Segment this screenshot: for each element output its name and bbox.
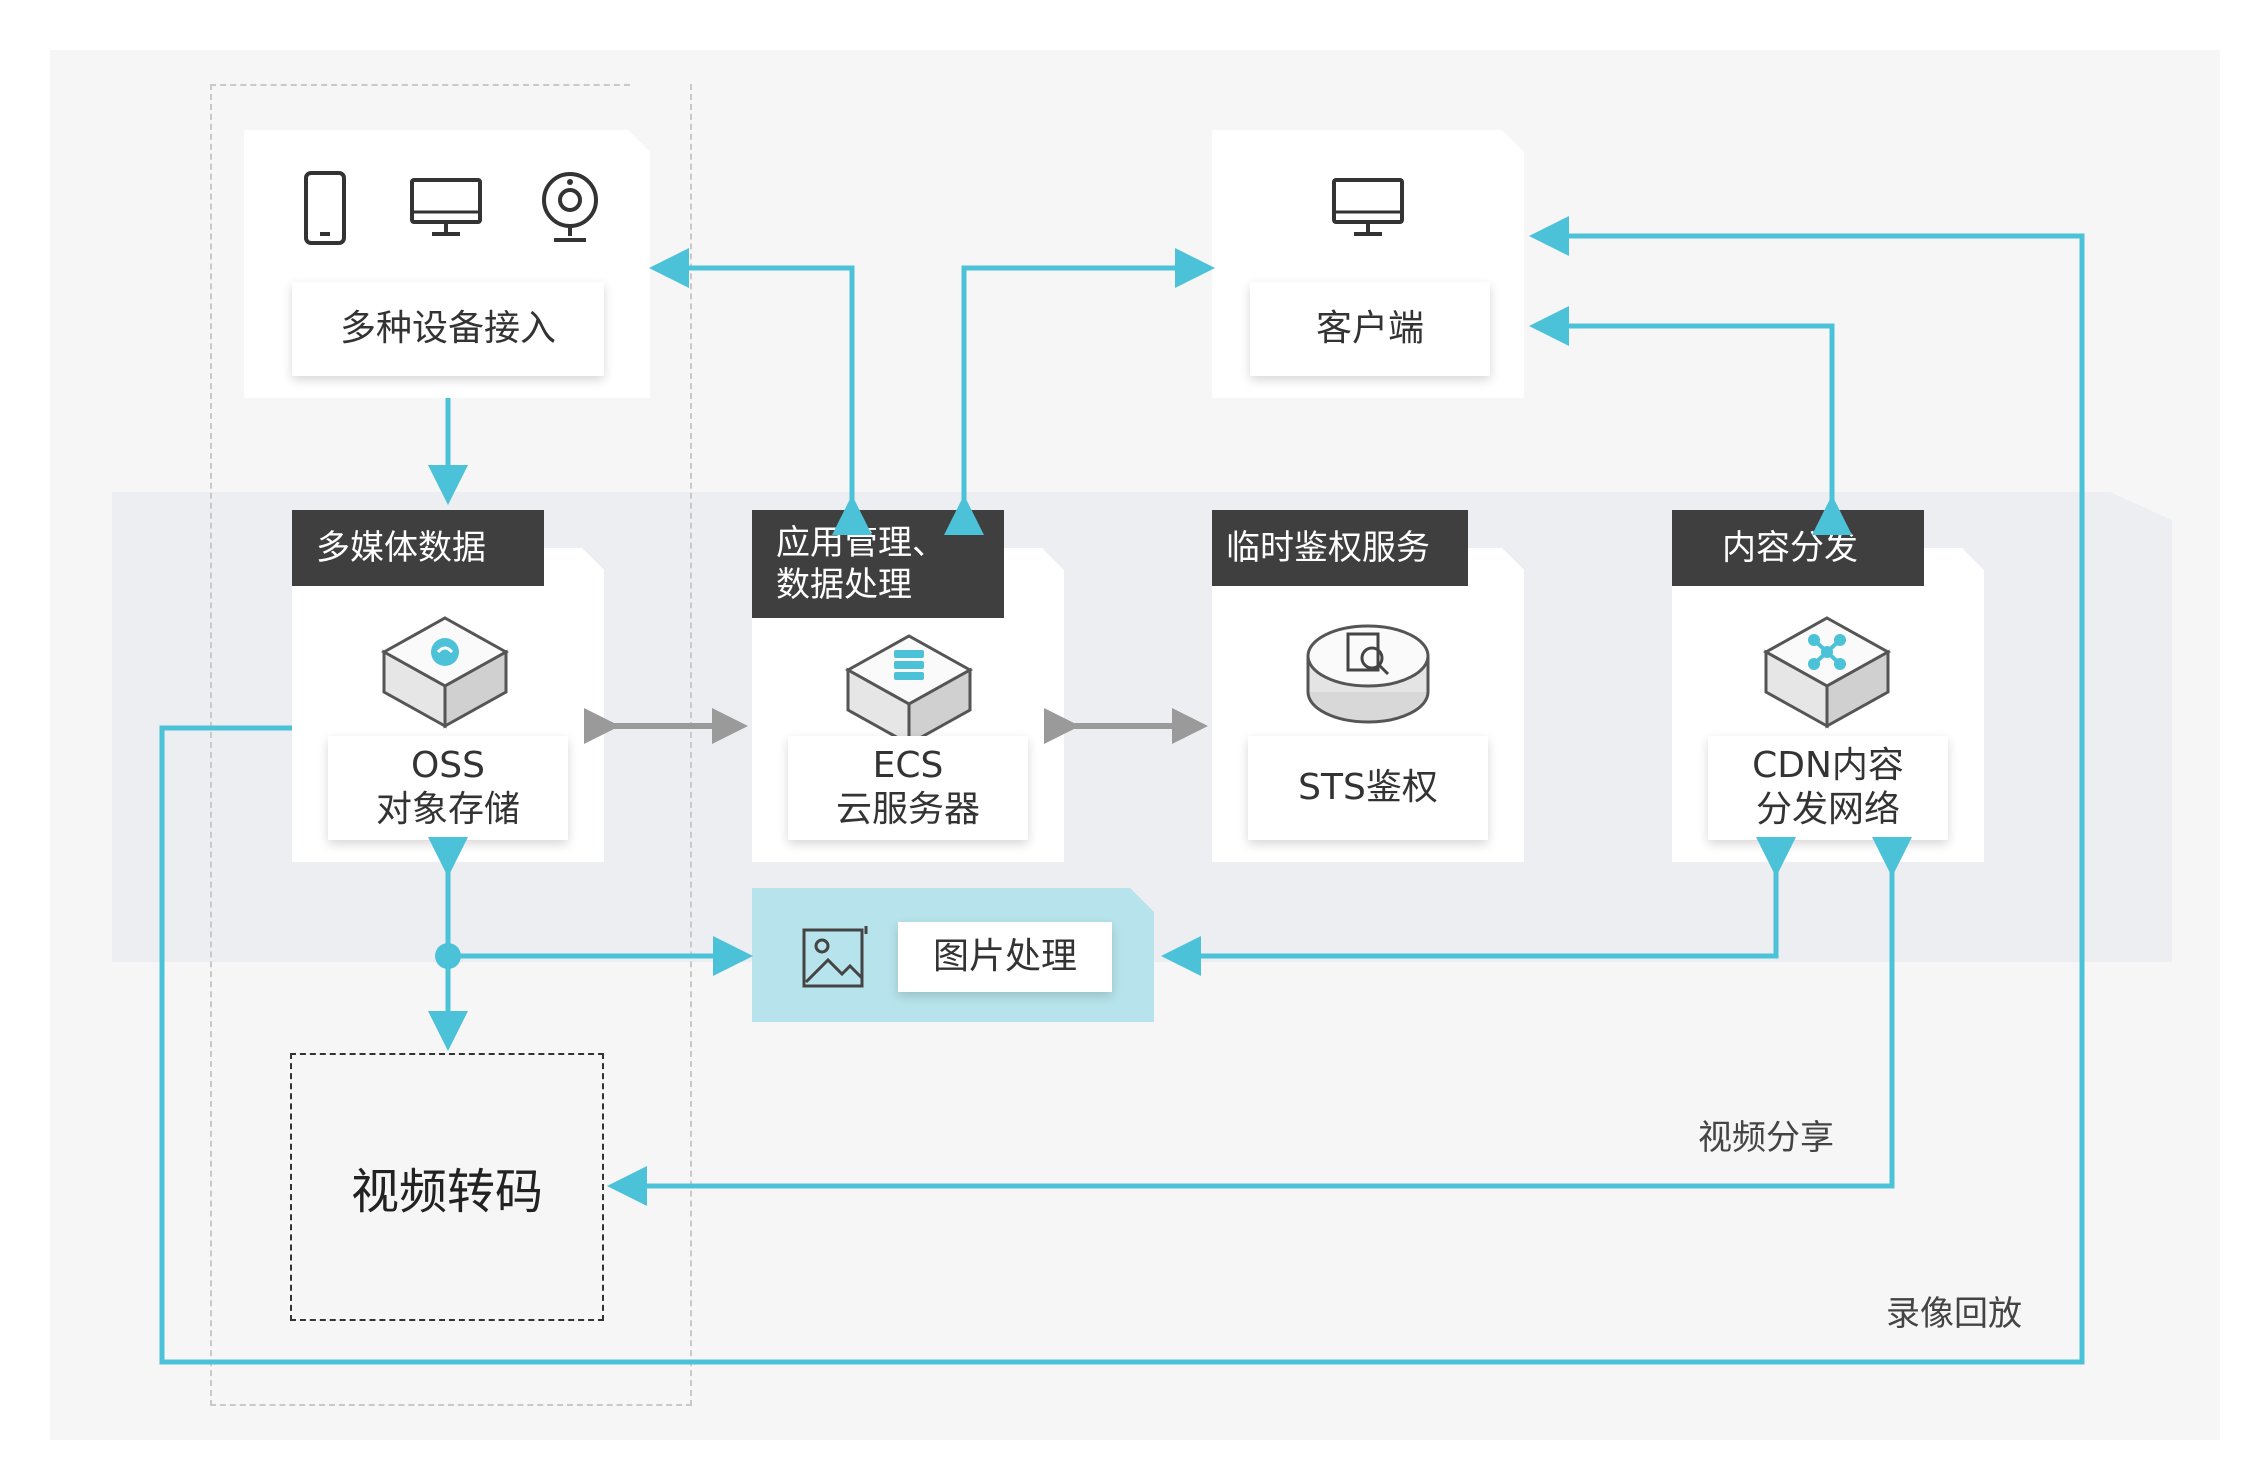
phone-icon [304,171,346,245]
ecs-label: ECS 云服务器 [788,736,1028,840]
video-transcode-label: 视频转码 [350,1164,543,1220]
devices-label: 多种设备接入 [292,282,604,376]
sts-label: STS鉴权 [1248,736,1488,840]
monitor-icon [1332,178,1404,236]
oss-label: OSS 对象存储 [328,736,568,840]
playback-label: 录像回放 [1886,1294,2022,1334]
auth-search-icon [1306,624,1430,724]
oss-header: 多媒体数据 [292,510,544,586]
cdn-label: CDN内容 分发网络 [1708,736,1948,840]
client-cdn-arrow [1529,306,1852,535]
sts-header: 临时鉴权服务 [1212,510,1468,586]
webcam-icon [542,172,598,242]
junction-dot [435,943,461,969]
playback-arrow [159,216,2085,1365]
network-cube-icon [1762,616,1892,729]
video-share-arrow [607,837,1912,1206]
monitor-icon [410,178,482,236]
cloud-cube-icon [380,616,510,729]
video-transcode-box: 视频转码 [290,1053,604,1321]
cdn-to-image-arrow [1161,837,1796,976]
client-ecs-arrow [944,248,1215,535]
dashed-column-top [210,84,630,86]
devices-ecs-arrow [649,248,872,535]
dashed-column [210,84,692,1406]
client-label: 客户端 [1250,282,1490,376]
